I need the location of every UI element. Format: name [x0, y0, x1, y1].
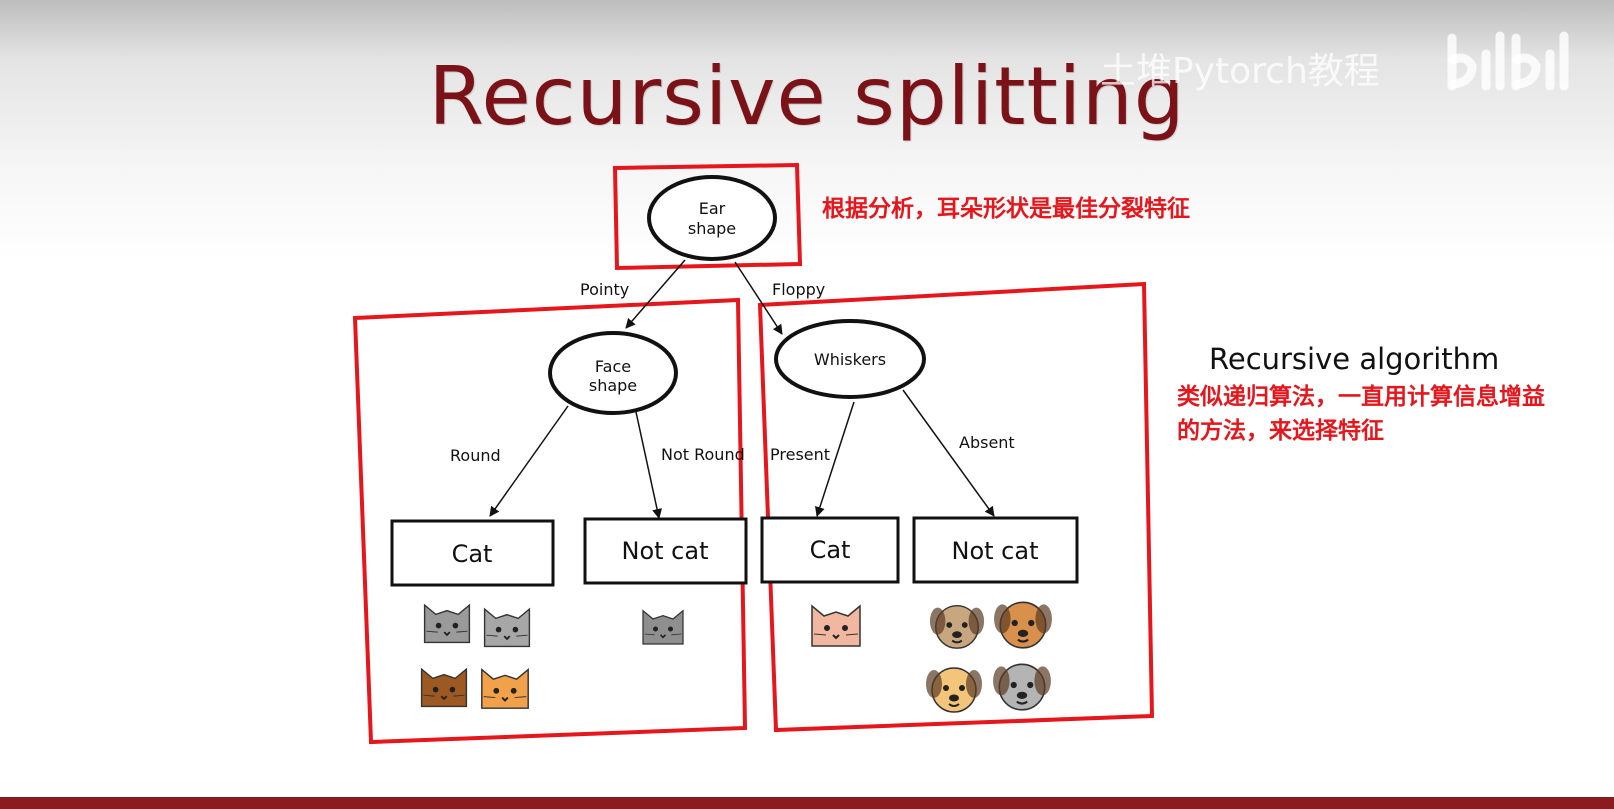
node-face-shape [548, 331, 678, 415]
edge-label-present: Present [770, 445, 830, 464]
node-whiskers-label: Whiskers [814, 350, 886, 369]
edge-label-absent: Absent [959, 433, 1015, 452]
pug-dog-icon [928, 604, 986, 650]
edge-present [815, 401, 855, 517]
orange-cat-icon [480, 668, 530, 710]
leaf-label-right-cat: Cat [810, 536, 851, 564]
root-node-ear-shape [647, 175, 777, 261]
edge-label-not-round: Not Round [661, 445, 745, 464]
right-subtree-highlight-box [757, 281, 1155, 733]
leaf-box-left-not-cat [583, 517, 748, 585]
leaf-label-right-not-cat: Not cat [952, 537, 1039, 565]
brown-cat-icon [420, 668, 468, 708]
bottom-bar [0, 797, 1614, 809]
root-annotation-note: 根据分析，耳朵形状是最佳分裂特征 [822, 196, 1190, 222]
node-whiskers [774, 319, 926, 399]
side-annotation-note: 类似递归算法，一直用计算信息增益 的方法，来选择特征 [1177, 380, 1545, 448]
root-node-label-line1: Ear [699, 199, 726, 218]
leaf-box-right-cat [760, 516, 900, 584]
bilibili-logo-icon [1447, 31, 1569, 91]
slide-title: Recursive splitting [428, 50, 1186, 143]
leaf-label-left-not-cat: Not cat [622, 537, 709, 565]
root-node-label-line2: shape [688, 219, 736, 238]
node-face-shape-line1: Face [595, 357, 631, 376]
edge-floppy [734, 261, 783, 335]
edge-not-round [635, 411, 662, 519]
edge-pointy [625, 259, 686, 329]
edge-round [489, 405, 569, 517]
left-subtree-highlight-box [352, 297, 748, 745]
side-annotation-line1: 类似递归算法，一直用计算信息增益 [1177, 384, 1545, 410]
gray-wolf-icon [642, 609, 684, 645]
node-face-shape-line2: shape [589, 376, 637, 395]
leaf-box-right-not-cat [912, 516, 1079, 584]
gray-cat-icon [483, 608, 531, 648]
edge-label-round: Round [450, 446, 501, 465]
watermark-text: 土堆Pytorch教程 [1100, 51, 1380, 92]
tan-dog-icon [924, 666, 984, 714]
edge-absent [902, 389, 995, 517]
edge-label-floppy: Floppy [772, 280, 825, 299]
edge-label-pointy: Pointy [580, 280, 629, 299]
root-highlight-box [612, 162, 803, 271]
pink-cat-icon [811, 605, 861, 647]
brown-dog-icon [993, 601, 1053, 649]
gray-dog-icon [991, 663, 1053, 711]
leaf-label-left-cat: Cat [452, 540, 493, 568]
gray-cat-icon [423, 604, 471, 644]
side-annotation-line2: 的方法，来选择特征 [1177, 418, 1384, 444]
leaf-box-left-cat [390, 519, 555, 587]
side-heading: Recursive algorithm [1209, 342, 1500, 376]
